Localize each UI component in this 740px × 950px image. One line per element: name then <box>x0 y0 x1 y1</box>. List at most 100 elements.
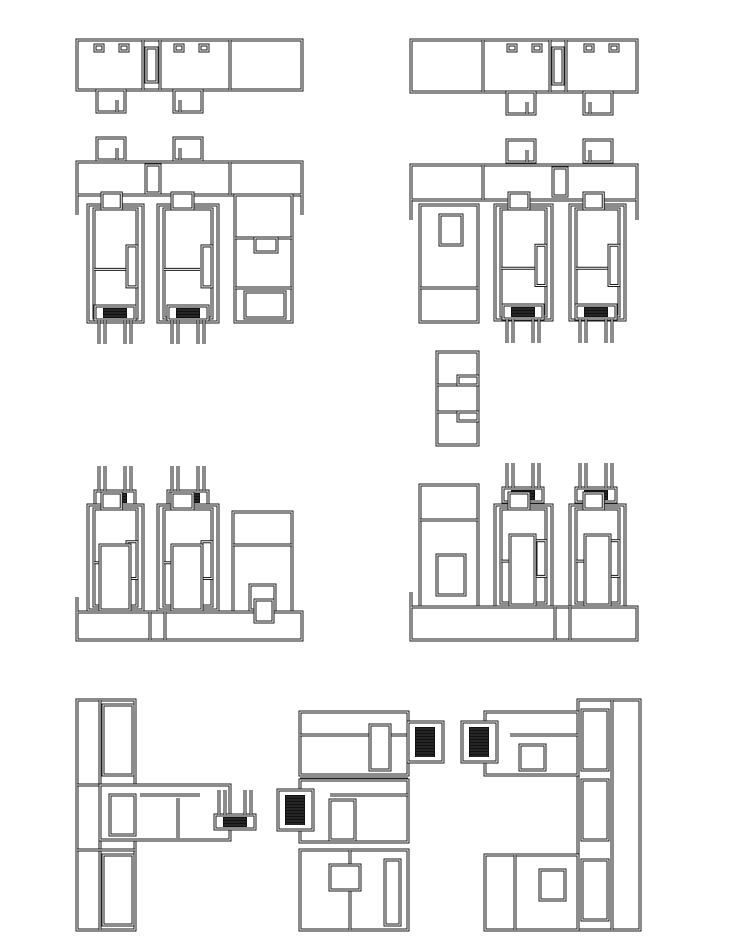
top-right-head-section <box>409 38 639 116</box>
mullion-clip <box>456 374 480 387</box>
notch <box>198 43 210 53</box>
thermal-break <box>145 164 161 194</box>
panel-chamber <box>243 290 287 320</box>
chamber <box>328 798 357 842</box>
thermal-break <box>144 46 159 84</box>
thermal-break <box>607 243 621 287</box>
sill-frame <box>410 606 638 641</box>
head-frame <box>409 38 639 94</box>
glazing-bead <box>575 304 617 320</box>
sash-hook <box>507 491 531 511</box>
reinforcement <box>584 534 611 606</box>
sash-hook <box>582 491 605 511</box>
guide-channel <box>583 91 613 115</box>
thermal-break <box>200 244 214 289</box>
mullion-clip <box>456 410 480 423</box>
sash-hook <box>170 191 195 211</box>
chamber <box>384 859 401 926</box>
sash-hook <box>101 492 122 510</box>
chamber <box>368 723 392 772</box>
reinforcement <box>99 544 131 611</box>
sash-hook <box>582 191 605 211</box>
lock-block <box>253 598 275 624</box>
head-frame <box>75 38 304 92</box>
glazing-bead <box>277 789 314 831</box>
chamber <box>383 858 402 927</box>
reinforcement <box>508 533 537 607</box>
sill-frame <box>76 611 303 641</box>
lock-block <box>435 553 467 597</box>
lock-block <box>436 554 466 596</box>
glazing-bead <box>214 814 256 830</box>
guide-channel <box>505 138 537 164</box>
guide-channel <box>583 139 613 163</box>
guide-channel <box>505 90 537 116</box>
guide-channel <box>506 139 536 163</box>
top-left-head-section <box>75 38 304 114</box>
lower-right-sill-section <box>409 463 639 642</box>
glazing-bead <box>502 304 544 320</box>
sash-hook <box>583 492 604 510</box>
thermal-break <box>551 166 569 198</box>
chamber <box>539 869 566 901</box>
brush-seal <box>469 727 489 757</box>
glazing-slot <box>254 237 278 253</box>
guide-channel <box>96 137 126 161</box>
bottom-middle-junction <box>276 710 445 932</box>
sash-hook <box>507 191 531 211</box>
thermal-break <box>552 47 564 85</box>
chamber <box>580 708 610 772</box>
glazing-slot <box>253 236 279 254</box>
notch <box>119 44 129 52</box>
chamber <box>102 854 134 926</box>
mullion-profile <box>436 351 479 446</box>
chamber <box>101 703 135 777</box>
chamber <box>519 744 546 771</box>
guide-channel <box>96 89 126 113</box>
notch <box>507 44 517 52</box>
reinforcement <box>171 544 203 611</box>
brush-seal <box>415 727 435 757</box>
notch <box>608 43 620 53</box>
thermal-break <box>534 243 548 287</box>
thermal-break <box>551 46 565 86</box>
panel-chamber <box>244 291 286 319</box>
fixed-panel <box>234 194 293 323</box>
sash-hook <box>100 191 123 211</box>
chamber <box>580 858 610 922</box>
chamber <box>580 778 610 842</box>
brush-seal <box>285 795 305 825</box>
glazing-slot <box>438 213 464 247</box>
chamber <box>581 859 609 921</box>
sash-hook <box>508 492 530 510</box>
reinforcement <box>509 534 536 606</box>
chamber <box>108 793 137 837</box>
chamber <box>581 709 609 771</box>
glazing-bead <box>94 305 136 321</box>
sash-hook <box>170 491 195 511</box>
chamber <box>369 724 391 771</box>
mullion-clip <box>457 411 479 422</box>
chamber <box>328 863 362 892</box>
notch <box>583 43 595 53</box>
guide-channel <box>172 136 204 162</box>
upper-profile <box>298 710 410 777</box>
notch <box>532 44 542 52</box>
mid-left-sliding-section <box>75 136 304 344</box>
sash-hook <box>101 192 122 210</box>
outer-frame <box>75 160 304 197</box>
guide-channel <box>173 89 203 113</box>
glazing-slot <box>439 214 463 246</box>
notch <box>118 43 130 53</box>
guide-channel <box>172 88 204 114</box>
fixed-panel <box>419 204 479 323</box>
thermal-break <box>534 539 548 578</box>
thermal-break <box>608 244 620 286</box>
thermal-break <box>144 163 162 195</box>
guide-channel <box>173 137 203 161</box>
thermal-break <box>535 244 547 286</box>
notch <box>174 44 184 52</box>
chamber <box>102 704 134 776</box>
thermal-break <box>201 245 213 288</box>
mullion-piece <box>435 350 480 447</box>
